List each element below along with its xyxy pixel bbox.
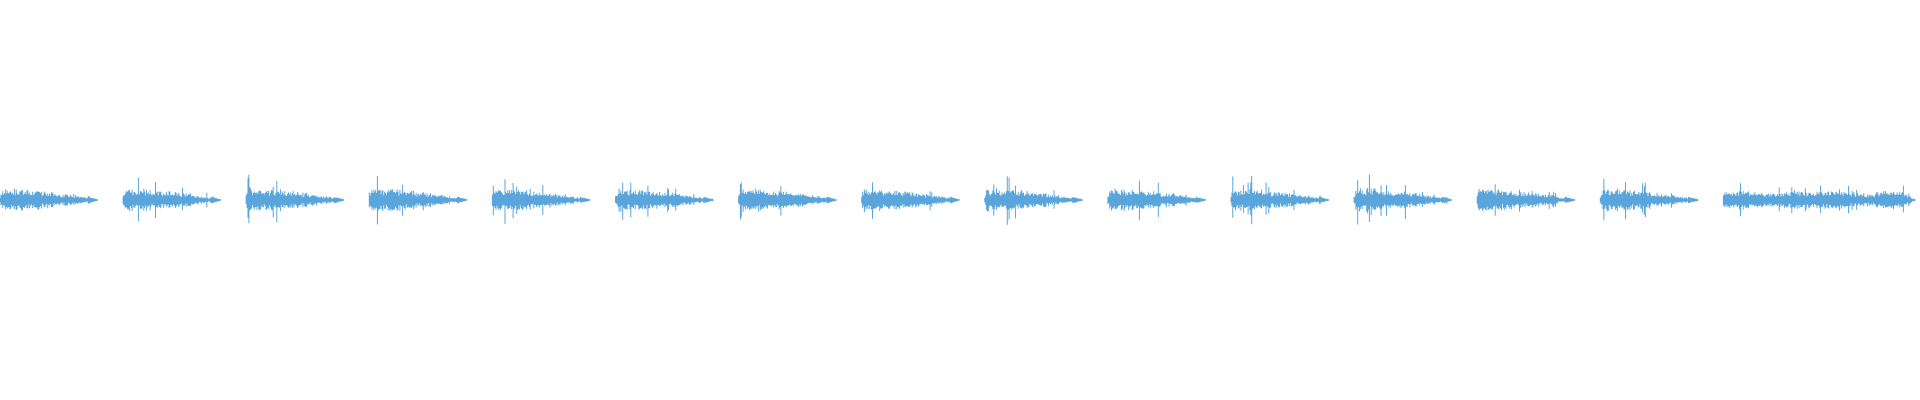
waveform-clip[interactable] xyxy=(491,179,591,224)
waveform-clip-path xyxy=(245,174,344,224)
waveform-clip-path xyxy=(738,182,837,220)
waveform-clip-path xyxy=(615,182,714,220)
waveform-clip[interactable] xyxy=(245,174,345,224)
waveform-clip-path xyxy=(491,179,591,224)
waveform-clip[interactable] xyxy=(1476,184,1576,216)
waveform-clip[interactable] xyxy=(861,182,960,219)
waveform-clip[interactable] xyxy=(738,182,837,220)
waveform-clip[interactable] xyxy=(0,188,98,211)
waveform-clip[interactable] xyxy=(615,182,714,220)
waveform-clip[interactable] xyxy=(1230,175,1329,225)
waveform-clip[interactable] xyxy=(1353,174,1453,225)
waveform-clip[interactable] xyxy=(1599,178,1699,221)
waveform-clip[interactable] xyxy=(122,177,222,222)
waveform-clip[interactable] xyxy=(1107,180,1206,221)
waveform-clip[interactable] xyxy=(984,176,1083,225)
waveform-clip[interactable] xyxy=(1722,183,1916,217)
waveform-clips xyxy=(0,174,1916,225)
waveform-clip-path xyxy=(861,182,960,219)
waveform-clip[interactable] xyxy=(368,176,468,225)
